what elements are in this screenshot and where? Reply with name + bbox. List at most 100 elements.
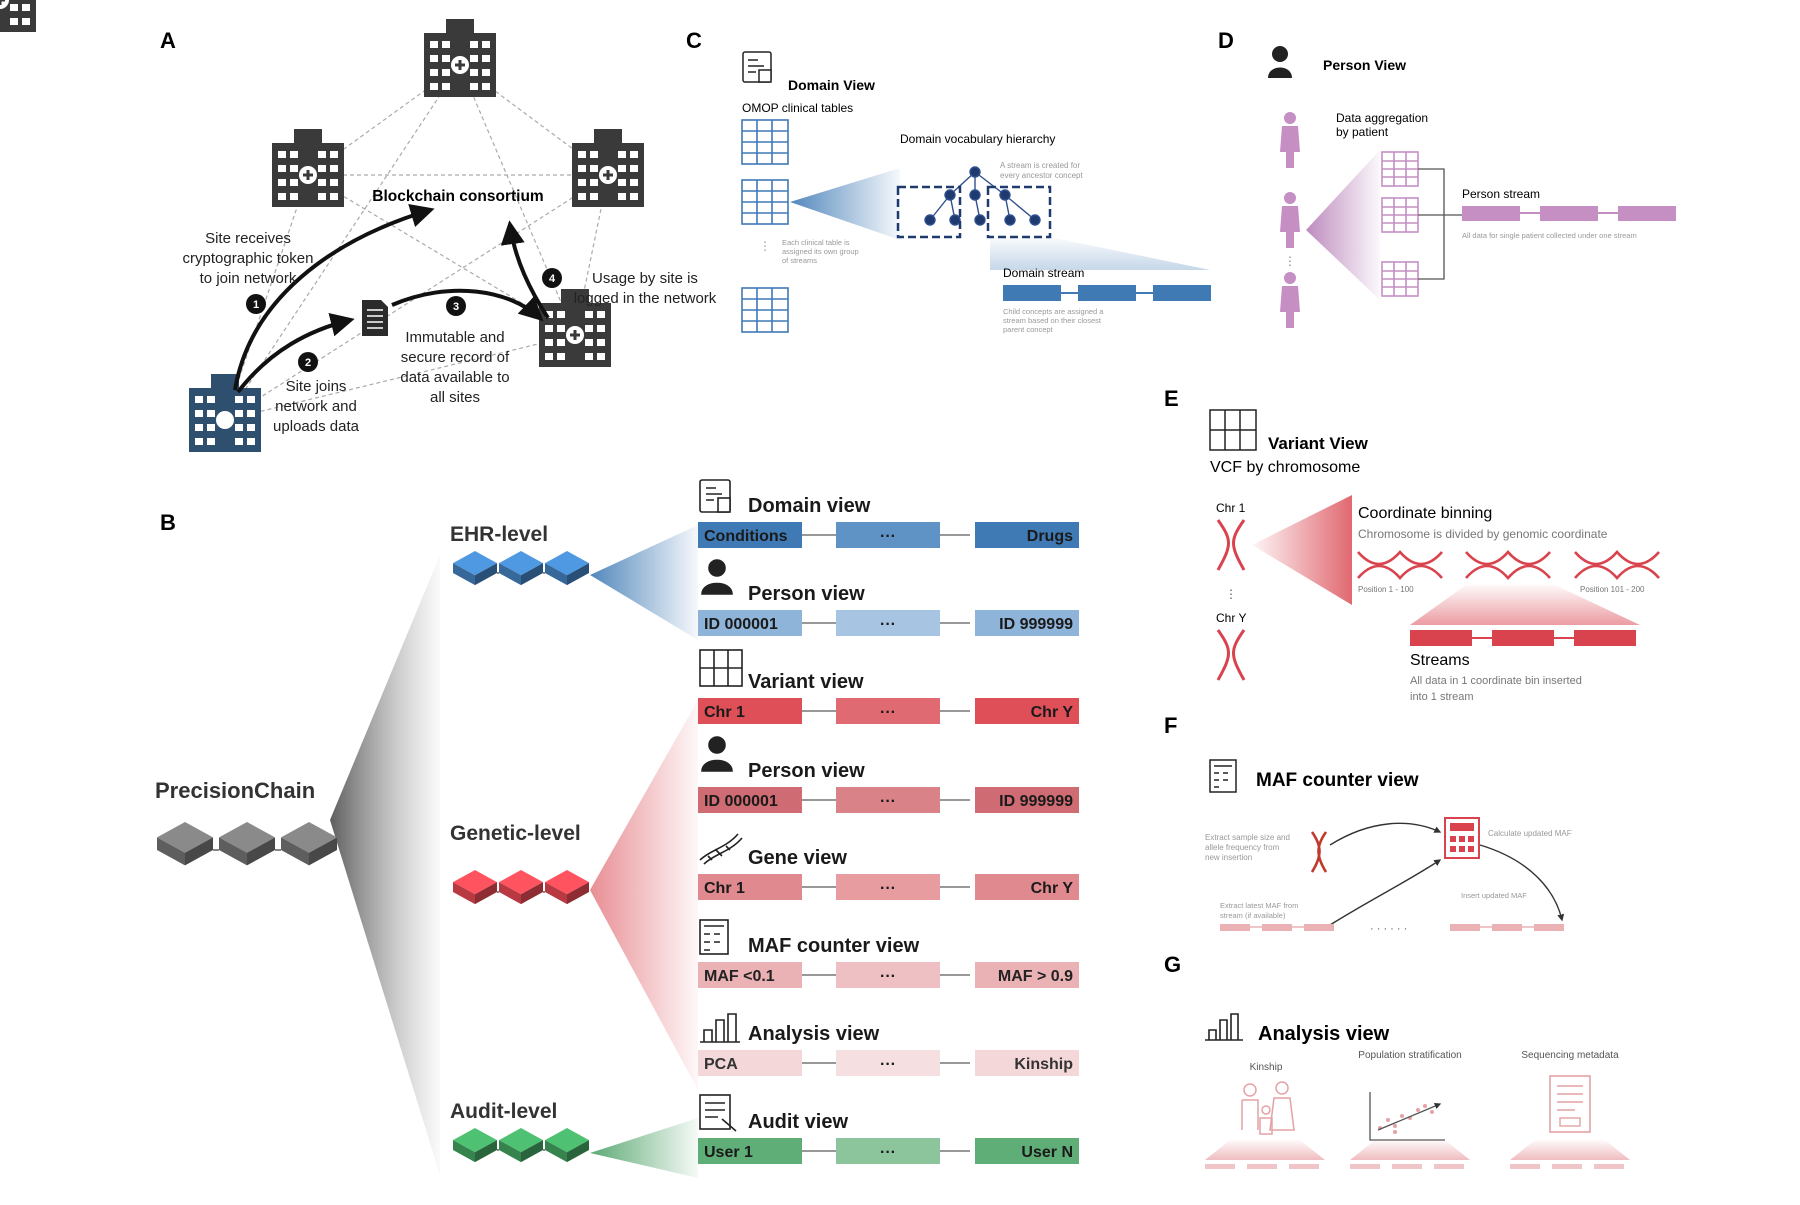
step-badges: 1 2 3 4: [246, 268, 562, 372]
kinship-family-icon: [1241, 1081, 1295, 1135]
patient-tables: [1381, 151, 1419, 297]
stream-bar: [836, 522, 940, 548]
audit-view-icon: [699, 1094, 737, 1132]
arrow-insert-to-calc: [1329, 822, 1442, 846]
stream-bar: [975, 874, 1079, 900]
stream-right-label: ID 999999: [999, 616, 1073, 633]
person-stream-note: All data for single patient collected un…: [1462, 231, 1637, 240]
stream-left-label: Chr 1: [704, 704, 745, 721]
hierarchy-title: Domain vocabulary hierarchy: [900, 132, 1055, 146]
maf-note-left-2: allele frequency from: [1205, 843, 1280, 852]
variant-view-subtitle: VCF by chromosome: [1210, 459, 1360, 476]
dna-icon: [1310, 831, 1328, 873]
hospital-top-icon: [422, 17, 498, 99]
maf-note-bottom-left-1: Extract latest MAF from: [1220, 901, 1298, 910]
hospital-new-site-icon: [189, 374, 261, 452]
step1-line2: cryptographic token: [183, 250, 314, 267]
block-cube: [499, 551, 543, 586]
patient-icon: [1280, 272, 1300, 328]
aggregation-line2: by patient: [1336, 125, 1389, 139]
stream-bar: [836, 874, 940, 900]
arrow-step3: [391, 288, 544, 322]
chromosome-icons: [1216, 519, 1246, 681]
panel-c-domain-view: Domain View OMOP clinical tables ⋮ Domai…: [741, 51, 1211, 334]
step2-line3: uploads data: [273, 418, 360, 435]
step4-line2: logged in the network: [574, 290, 717, 307]
stream-bar: [975, 787, 1079, 813]
genetic-blockchain: [453, 870, 589, 905]
stream-right-label: Kinship: [1014, 1056, 1073, 1073]
root-blockchain: [157, 822, 337, 866]
person-icon: [701, 736, 733, 772]
panel-label-a: A: [160, 28, 176, 53]
patient-icon: [1280, 112, 1300, 168]
panel-label-d: D: [1218, 28, 1234, 53]
genetic-level-label: Genetic-level: [450, 822, 581, 845]
variant-view-icon: [1209, 409, 1257, 451]
domain-stream-bars: [1003, 285, 1211, 301]
maf-note-right: Calculate updated MAF: [1488, 829, 1572, 838]
panel-label-f: F: [1164, 713, 1177, 738]
ehr-fan: [590, 525, 698, 640]
table-note-2: assigned its own group: [782, 247, 859, 256]
panel-f-maf-counter: MAF counter view Extract sample size and…: [1205, 759, 1572, 935]
hospital-right-icon: [570, 127, 646, 209]
stream-bar: [975, 610, 1079, 636]
ehr-level-label: EHR-level: [450, 523, 548, 546]
root-label: PrecisionChain: [155, 778, 315, 803]
patient-table-icon: [1381, 197, 1419, 233]
variant-stream-bars: [1410, 630, 1636, 646]
patient-icon: [1280, 192, 1300, 248]
aggregation-fan: [1306, 150, 1380, 300]
arrow-stream-to-calc: [1329, 859, 1442, 926]
stream-bar: [836, 610, 940, 636]
stream-left-label: User 1: [704, 1144, 753, 1161]
maf-note-left-3: new insertion: [1205, 853, 1252, 862]
streams-title: Streams: [1410, 652, 1470, 669]
person-view-title: Person View: [1323, 57, 1406, 73]
stream-bar: [698, 610, 802, 636]
population-scatter-icon: [1369, 1092, 1445, 1141]
consortium-label: Blockchain consortium: [372, 188, 543, 205]
patients: [1280, 112, 1300, 328]
aggregation-line1: Data aggregation: [1336, 111, 1428, 125]
block-cube: [453, 551, 497, 586]
step3-line3: data available to: [400, 369, 509, 386]
maf-note-left-1: Extract sample size and: [1205, 833, 1290, 842]
analysis-view-title: Analysis view: [1258, 1023, 1390, 1045]
block-cube: [453, 870, 497, 905]
arrow-calc-to-stream: [1479, 844, 1565, 922]
panel-label-g: G: [1164, 952, 1181, 977]
position-right: Position 101 - 200: [1580, 585, 1645, 594]
maf-note-bottom-left-2: stream (if available): [1220, 911, 1286, 920]
panel-d-person-view: Person View Data aggregation by patient …: [1268, 46, 1676, 328]
panel-b-hierarchy: PrecisionChain EHR-level Genetic-level A…: [155, 479, 1079, 1178]
domain-stream-title: Domain stream: [1003, 266, 1084, 280]
dna-icon: [1574, 550, 1660, 580]
stream-bar: [698, 787, 802, 813]
vertical-ellipsis: ⋮: [1284, 254, 1296, 268]
block-cube: [545, 551, 589, 586]
hierarchy-note-2: every ancestor concept: [1000, 171, 1083, 180]
streams-note-2: into 1 stream: [1410, 691, 1474, 703]
stream-bar: [975, 698, 1079, 724]
stream-bar: [836, 1138, 940, 1164]
block-cube: [545, 870, 589, 905]
panel-g-analysis-view: Analysis view Kinship Population stratif…: [1205, 1013, 1630, 1169]
maf-stream-dots: · · · · · ·: [1370, 923, 1407, 935]
ehr-blockchain: [453, 551, 589, 586]
table-note-1: Each clinical table is: [782, 238, 850, 247]
view-title: Gene view: [748, 847, 847, 869]
stream-bar: [975, 962, 1079, 988]
stream-ellipsis: ···: [880, 968, 896, 985]
streams-note-1: All data in 1 coordinate bin inserted: [1410, 675, 1582, 687]
arrow-step1: [233, 204, 435, 391]
stream-right-label: Drugs: [1027, 528, 1073, 545]
root-fan: [330, 555, 440, 1175]
